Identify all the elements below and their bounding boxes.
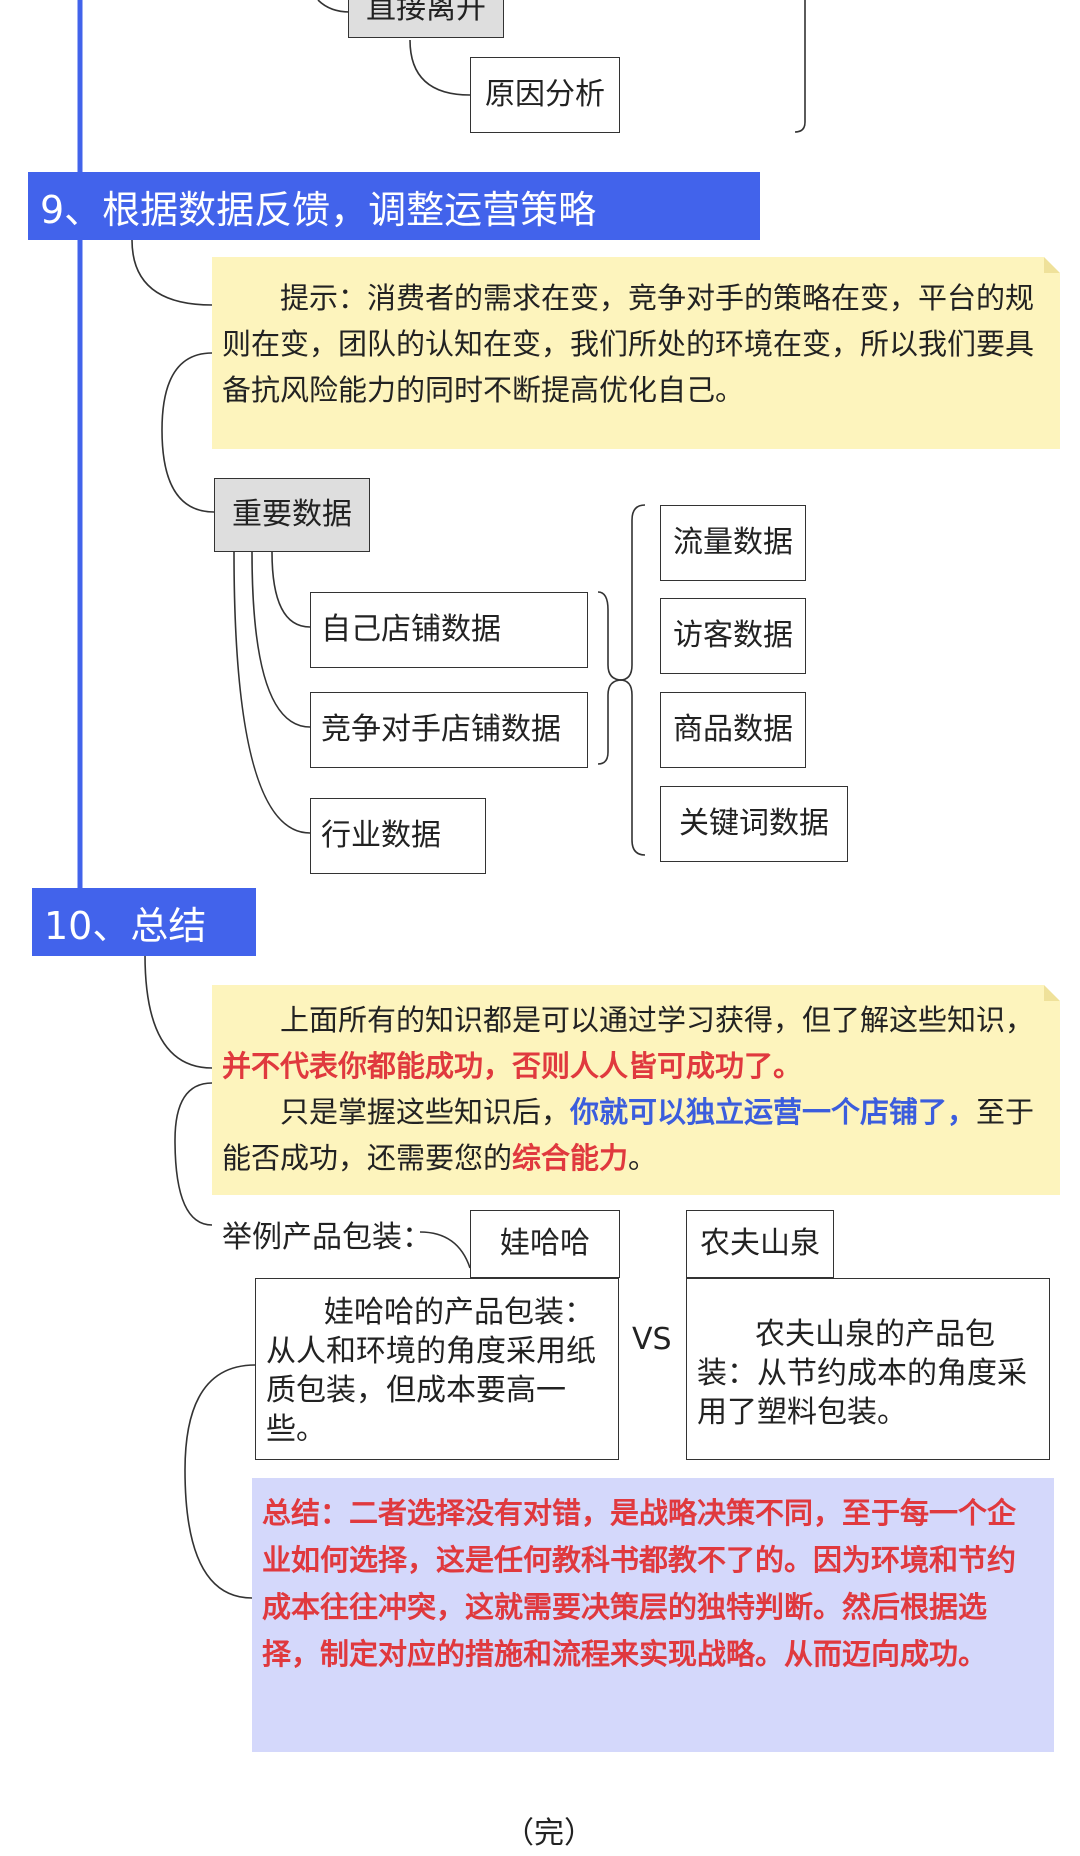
connector-leave: [317, 0, 351, 13]
brand-wahaha-label: 娃哈哈: [500, 1226, 590, 1261]
bracket-top-right: [794, 0, 806, 133]
section-9-tip-note: 提示：消费者的需求在变，竞争对手的策略在变，平台的规则在变，团队的认知在变，我们…: [212, 257, 1060, 449]
type-traffic: 流量数据: [660, 505, 806, 581]
vs-text: VS: [632, 1322, 672, 1357]
leave-box: 直接离开: [348, 0, 504, 38]
tip-text: 提示：消费者的需求在变，竞争对手的策略在变，平台的规则在变，团队的认知在变，我们…: [222, 281, 1035, 407]
type-keyword: 关键词数据: [660, 786, 848, 862]
note1-text: 上面所有的知识都是可以通过学习获得，但了解这些知识，: [280, 1003, 1035, 1037]
own-store-label: 自己店铺数据: [321, 612, 501, 647]
footer-text: （完）: [504, 1816, 594, 1851]
keyword-label: 关键词数据: [679, 806, 829, 841]
competitor-label: 竞争对手店铺数据: [321, 712, 561, 747]
note-fold-corner-2: [1044, 985, 1060, 1001]
source-competitor: 竞争对手店铺数据: [310, 692, 588, 768]
product-label: 商品数据: [673, 712, 793, 747]
desc-nongfu-text: 农夫山泉的产品包装：从节约成本的角度采用了塑料包装。: [697, 1317, 1027, 1430]
traffic-label: 流量数据: [673, 525, 793, 560]
leave-label: 直接离开: [366, 0, 486, 26]
bracket-sources: [597, 591, 623, 765]
note1-highlight: 并不代表你都能成功，否则人人皆可成功了。: [222, 1049, 803, 1083]
section-10-heading: 10、总结: [32, 888, 256, 956]
connector-summary: [184, 1364, 256, 1599]
source-industry: 行业数据: [310, 798, 486, 874]
connector-industry: [233, 551, 311, 834]
summary-text: 总结：二者选择没有对错，是战略决策不同，至于每一个企业如何选择，这是任何教科书都…: [262, 1496, 1017, 1671]
section-9-heading: 9、根据数据反馈，调整运营策略: [28, 172, 760, 240]
connector-own-store: [271, 551, 311, 628]
example-label-text: 举例产品包装：: [222, 1220, 432, 1255]
summary-note: 总结：二者选择没有对错，是战略决策不同，至于每一个企业如何选择，这是任何教科书都…: [252, 1478, 1054, 1752]
source-own-store: 自己店铺数据: [310, 592, 588, 668]
note-paragraph-1: 上面所有的知识都是可以通过学习获得，但了解这些知识， 并不代表你都能成功，否则人人…: [222, 997, 1048, 1089]
important-data-label: 重要数据: [232, 497, 352, 532]
desc-wahaha-text: 娃哈哈的产品包装：从人和环境的角度采用纸质包装，但成本要高一些。: [266, 1295, 596, 1447]
connector-example-a: [419, 1231, 471, 1269]
example-label: 举例产品包装：: [222, 1212, 432, 1255]
industry-label: 行业数据: [321, 818, 441, 853]
brand-nongfu-box: 农夫山泉: [686, 1210, 834, 1278]
note2-text-b: 至于能否成功，还需要您的: [222, 1095, 1035, 1175]
note-fold-corner: [1044, 257, 1060, 273]
visitor-label: 访客数据: [673, 618, 793, 653]
bracket-types: [619, 504, 646, 856]
note2-highlight-blue: 你就可以独立运营一个店铺了，: [570, 1095, 977, 1129]
type-product: 商品数据: [660, 692, 806, 768]
section-9-title: 9、根据数据反馈，调整运营策略: [40, 187, 597, 232]
section-10-title: 10、总结: [44, 903, 207, 948]
note2-end: 。: [628, 1141, 658, 1175]
brand-nongfu-label: 农夫山泉: [700, 1226, 820, 1261]
connector-reason: [409, 39, 471, 96]
important-data-box: 重要数据: [214, 478, 370, 552]
vs-label: VS: [632, 1322, 672, 1362]
section-10-note: 上面所有的知识都是可以通过学习获得，但了解这些知识， 并不代表你都能成功，否则人人…: [212, 985, 1060, 1195]
footer-end-mark: （完）: [504, 1808, 594, 1851]
desc-nongfu-box: 农夫山泉的产品包装：从节约成本的角度采用了塑料包装。: [686, 1278, 1050, 1460]
brand-wahaha-box: 娃哈哈: [470, 1210, 620, 1278]
connector-competitor: [251, 551, 311, 728]
connector-s9-branch: [161, 352, 215, 513]
desc-wahaha-box: 娃哈哈的产品包装：从人和环境的角度采用纸质包装，但成本要高一些。: [255, 1278, 619, 1460]
reason-label: 原因分析: [485, 77, 605, 112]
note2-text: 只是掌握这些知识后，: [280, 1095, 571, 1129]
reason-box: 原因分析: [470, 57, 620, 133]
connector-s10-root: [144, 954, 213, 1069]
type-visitor: 访客数据: [660, 598, 806, 674]
note-paragraph-2: 只是掌握这些知识后，你就可以独立运营一个店铺了，至于能否成功，还需要您的综合能力…: [222, 1089, 1048, 1181]
connector-s9-root: [131, 239, 213, 306]
connector-s10-branch: [174, 1082, 213, 1226]
note2-highlight-red: 综合能力: [512, 1141, 629, 1175]
